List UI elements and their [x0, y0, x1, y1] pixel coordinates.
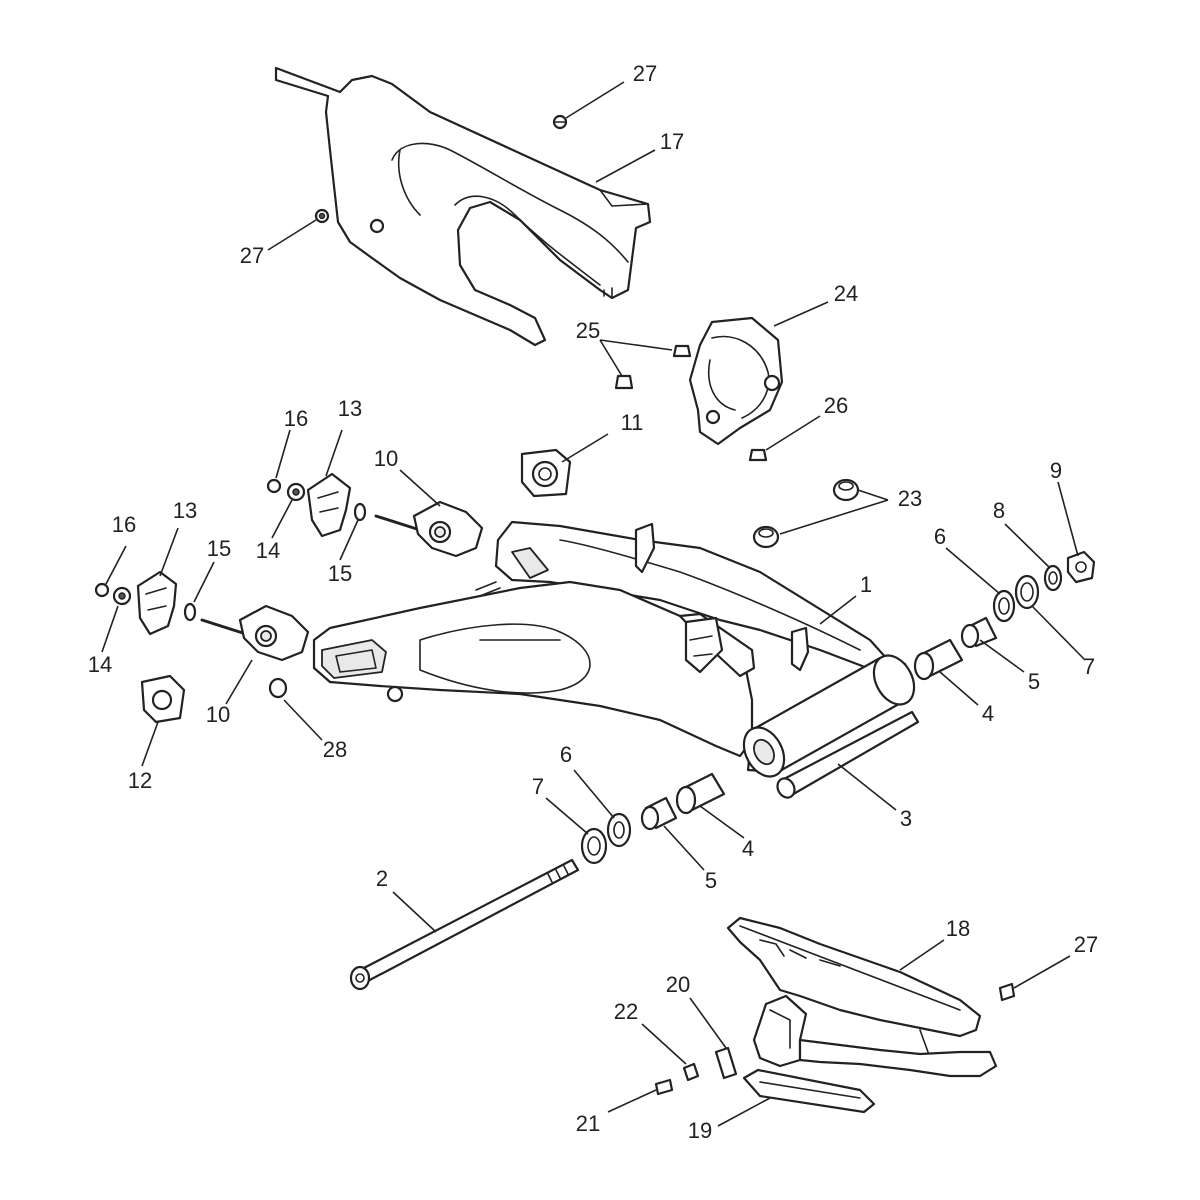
callout-9: 9 [1050, 458, 1062, 483]
part-seal-7-left [580, 827, 608, 865]
callout-28: 28 [323, 737, 347, 762]
callout-25: 25 [576, 318, 600, 343]
part-washer-8 [1043, 564, 1063, 592]
part-nut-9 [1066, 550, 1096, 584]
callout-17: 17 [660, 129, 684, 154]
part-swingarm [312, 520, 916, 778]
part-washer-15-upper [353, 502, 367, 522]
callout-5: 5 [705, 868, 717, 893]
part-washer-14-lower [112, 586, 132, 606]
callout-14: 14 [88, 652, 112, 677]
callout-16: 16 [284, 406, 308, 431]
part-screw-25 [614, 344, 692, 390]
part-bush-4-left [675, 772, 726, 815]
part-spindle-2 [349, 858, 580, 991]
callout-19: 19 [688, 1118, 712, 1143]
part-chain-guard [274, 66, 652, 347]
part-sprocket-cover [688, 316, 784, 446]
callout-1: 1 [860, 572, 872, 597]
part-chain-slider-18 [726, 916, 998, 1078]
part-screw-26 [748, 448, 768, 462]
callout-14: 14 [256, 538, 280, 563]
callout-12: 12 [128, 768, 152, 793]
part-nut-16-upper [266, 478, 282, 494]
callout-15: 15 [328, 561, 352, 586]
callout-15: 15 [207, 536, 231, 561]
part-washer-6-right [992, 589, 1016, 623]
callout-4: 4 [742, 836, 754, 861]
callout-18: 18 [946, 916, 970, 941]
part-adjuster-13-upper [306, 472, 352, 538]
callout-labels: 1 2 3 4 4 5 5 6 6 7 7 8 9 10 10 11 12 13… [88, 61, 1098, 1143]
part-plate-20 [714, 1046, 738, 1080]
part-adjuster-13-lower [136, 570, 178, 636]
callout-26: 26 [824, 393, 848, 418]
callout-24: 24 [834, 281, 858, 306]
callout-5: 5 [1028, 669, 1040, 694]
callout-27: 27 [1074, 932, 1098, 957]
part-screw-21 [654, 1078, 674, 1096]
part-screw-27-right [998, 982, 1016, 1002]
callout-10: 10 [206, 702, 230, 727]
callout-22: 22 [614, 999, 638, 1024]
callout-23: 23 [898, 486, 922, 511]
callout-8: 8 [993, 498, 1005, 523]
callout-20: 20 [666, 972, 690, 997]
part-bush-5-right [960, 616, 998, 649]
part-adjuster-10-lower [200, 604, 310, 662]
callout-3: 3 [900, 806, 912, 831]
callout-27: 27 [240, 243, 264, 268]
part-screw-27-top [552, 114, 568, 130]
callout-21: 21 [576, 1111, 600, 1136]
part-bush-4-right [913, 638, 964, 681]
callout-6: 6 [934, 524, 946, 549]
callout-7: 7 [532, 774, 544, 799]
part-adjuster-10-upper [374, 500, 484, 558]
part-screw-27-left [314, 208, 330, 224]
part-slider-block-11 [520, 448, 572, 498]
part-spacer-tube-3 [776, 710, 920, 799]
callout-13: 13 [338, 396, 362, 421]
callout-11: 11 [621, 410, 644, 435]
callout-16: 16 [112, 512, 136, 537]
callout-10: 10 [374, 446, 398, 471]
callout-4: 4 [982, 701, 994, 726]
part-washer-15-lower [183, 602, 197, 622]
part-pad-19 [742, 1068, 876, 1114]
part-clip [475, 581, 501, 597]
part-screw-22 [682, 1062, 700, 1082]
part-seal-7-right [1014, 574, 1040, 610]
part-grommet-28 [268, 677, 288, 699]
callout-7: 7 [1083, 654, 1095, 679]
callout-27: 27 [633, 61, 657, 86]
part-bump-stop-23 [752, 478, 860, 549]
callout-13: 13 [173, 498, 197, 523]
leader-lines [101, 81, 1086, 1127]
callout-6: 6 [560, 742, 572, 767]
part-slider-block-12 [140, 674, 186, 724]
part-washer-14-upper [286, 482, 306, 502]
callout-2: 2 [376, 866, 388, 891]
part-nut-16-lower [94, 582, 110, 598]
part-washer-6-left [606, 812, 632, 848]
part-bush-5-left [640, 796, 678, 831]
